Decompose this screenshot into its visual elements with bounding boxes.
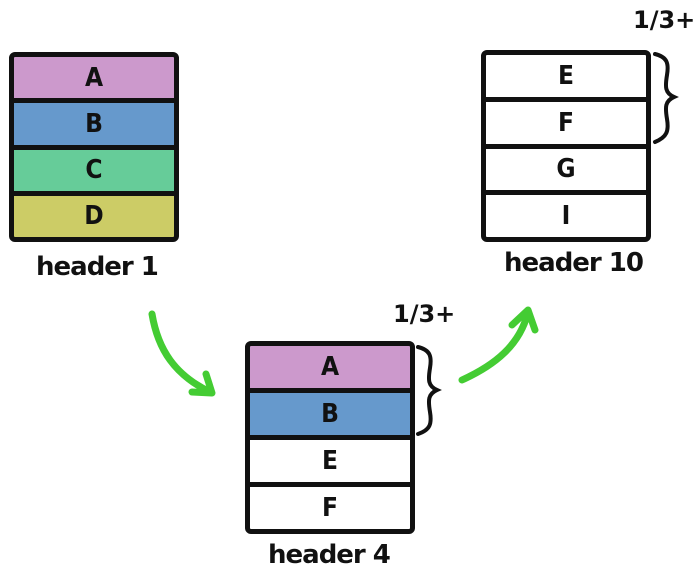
stack-caption: header 1 [36,252,159,282]
stack-caption: header 4 [268,540,391,570]
stack-cell: G [486,148,646,191]
stack-cell: I [486,195,646,237]
stack-caption: header 10 [504,248,644,278]
fraction-note: 1/3+ [393,300,456,328]
curved-arrow-icon [148,310,216,397]
stack-header-1: A B C D [9,52,179,242]
stack-cell: F [486,101,646,144]
stack-cell: B [14,103,174,145]
stack-cell: E [486,55,646,97]
stack-header-10: E F G I [481,50,651,242]
stack-cell: C [14,149,174,191]
right-curly-brace-icon [416,345,442,436]
stack-cell: D [14,195,174,237]
fraction-note: 1/3+ [633,6,696,34]
curved-arrow-icon [458,306,539,384]
stack-cell: E [250,440,410,482]
stack-cell: A [14,57,174,99]
stack-cell: B [250,393,410,435]
stack-header-4: A B E F [245,341,415,534]
stack-cell: A [250,346,410,388]
right-curly-brace-icon [653,52,679,144]
stack-cell: F [250,487,410,529]
